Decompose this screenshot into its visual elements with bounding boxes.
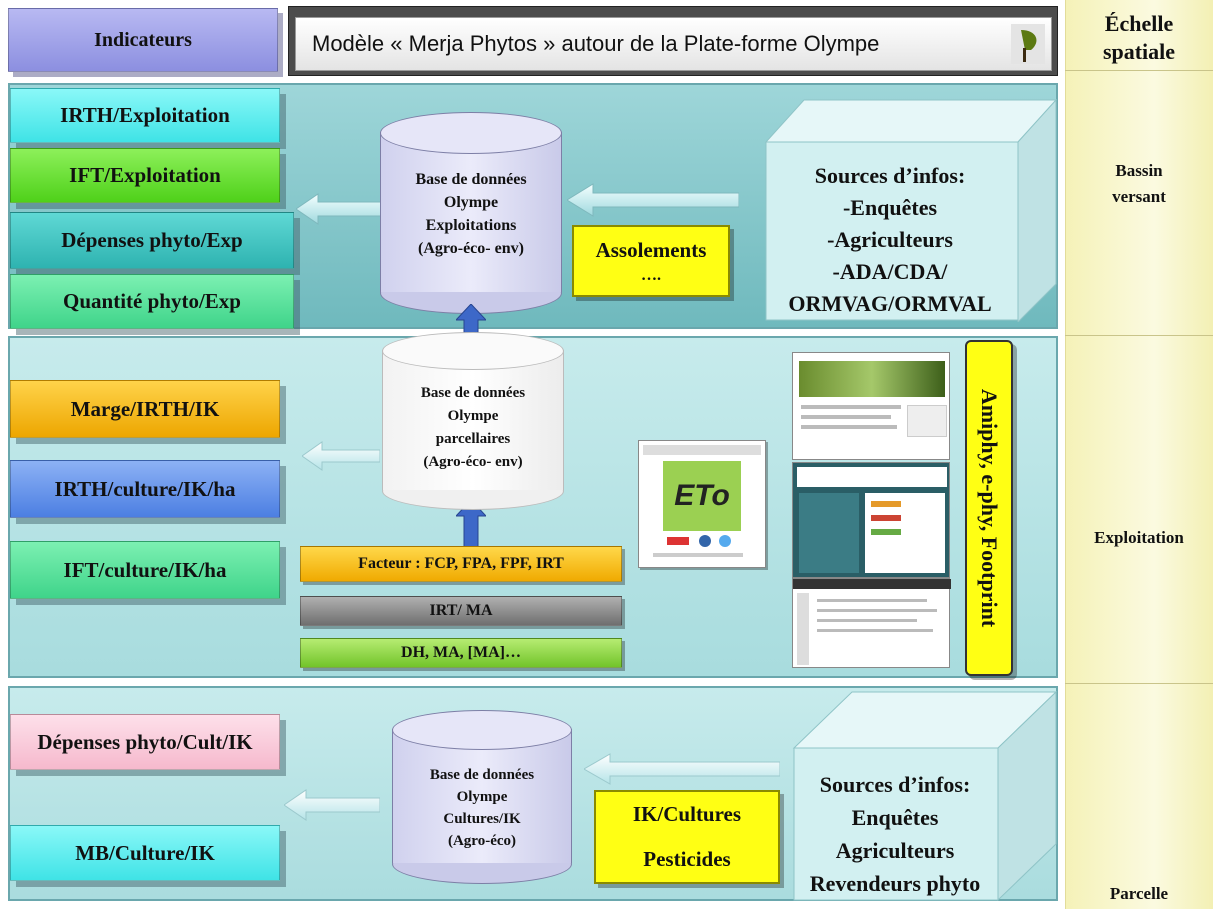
arrow-left-icon [302,441,380,471]
arrow-left-icon [296,193,382,225]
leaf-icon [1011,24,1045,64]
sources-cube [764,98,1058,322]
sources-info-watershed: Sources d’infos: -Enquêtes -Agriculteurs… [760,160,1020,320]
database-label-line: Olympe [456,789,508,805]
factor-bar: Facteur : FCP, FPA, FPF, IRT [300,546,622,582]
database-exploitations: Base de données Olympe Exploitations (Ag… [380,112,562,314]
assolements-box: Assolements …. [572,225,730,297]
scale-divider [1065,683,1213,684]
database-label-line: parcellaires [435,431,511,447]
arrow-up-icon [456,500,486,548]
scale-divider [1065,70,1213,71]
indicator-marge-irth-ik: Marge/IRTH/IK [10,380,280,438]
database-label-line: Base de données [420,385,526,401]
indicator-irth-exploitation: IRTH/Exploitation [10,88,280,143]
indicators-header: Indicateurs [8,8,278,72]
scale-level-watershed: Bassin versant [1065,158,1213,210]
sources-line: Agriculteurs [835,838,955,863]
database-label-line: Base de données [415,171,527,188]
indicator-ift-culture: IFT/culture/IK/ha [10,541,280,599]
arrow-left-icon [284,789,380,821]
indicator-quantite-exp: Quantité phyto/Exp [10,274,294,329]
factor-bar: IRT/ MA [300,596,622,626]
factor-bar: DH, MA, [MA]… [300,638,622,668]
database-label-line: Cultures/IK [443,811,521,827]
indicator-depenses-cult: Dépenses phyto/Cult/IK [10,714,280,770]
spatial-scale-column [1065,0,1213,909]
database-label-line: (Agro-éco) [447,833,517,849]
sources-line: Enquêtes [851,805,939,830]
arrow-left-icon [584,753,780,785]
scale-level1-line1: Bassin [1115,161,1163,180]
arrow-up-icon [456,304,486,356]
database-parcellaires: Base de données Olympe parcellaires (Agr… [382,332,564,510]
tools-label: Amiphy, e-phy, Footprint [977,388,1002,628]
ik-cultures-label: IK/Cultures [632,802,742,826]
sources-line: Revendeurs phyto [809,871,981,896]
eto-logo: ETo [674,479,730,512]
website-screenshot-croplife [792,352,950,460]
page-title: Modèle « Merja Phytos » autour de la Pla… [312,31,880,56]
database-label-line: Base de données [429,767,535,783]
website-screenshot-footprint [792,578,951,668]
sources-cube [792,690,1058,902]
indicator-depenses-exp: Dépenses phyto/Exp [10,212,294,269]
database-cultures: Base de données Olympe Cultures/IK (Agro… [392,710,572,884]
sources-line: -Agriculteurs [827,227,953,252]
eto-screenshot: ETo [638,440,766,568]
sources-line: Sources d’infos: [819,772,971,797]
database-label-line: (Agro-éco- env) [423,454,523,470]
database-label-line: Olympe [447,408,499,424]
sources-line: Sources d’infos: [814,163,966,188]
assolements-label: Assolements [595,237,707,262]
scale-level1-line2: versant [1112,187,1166,206]
sources-info-plot: Sources d’infos: Enquêtes Agriculteurs R… [780,768,1010,900]
indicator-ift-exploitation: IFT/Exploitation [10,148,280,203]
database-label-line: Olympe [443,194,499,211]
website-screenshot-ephy [792,462,950,578]
indicator-irth-culture: IRTH/culture/IK/ha [10,460,280,518]
ik-pesticides-box: IK/Cultures Pesticides [594,790,780,884]
scale-level-plot: Parcelle [1109,884,1169,903]
scale-level-farm: Exploitation [1094,528,1184,547]
scale-title-line2: spatiale [1102,39,1176,64]
indicator-mb-culture: MB/Culture/IK [10,825,280,881]
database-label-line: (Agro-éco- env) [418,240,524,257]
scale-divider [1065,335,1213,336]
assolements-sub: …. [641,266,661,284]
pesticides-label: Pesticides [643,847,731,871]
sources-line: -ADA/CDA/ [832,259,948,284]
arrow-left-icon [567,183,739,217]
sources-line: -Enquêtes [842,195,938,220]
tools-box: Amiphy, e-phy, Footprint [965,340,1013,676]
title-frame: Modèle « Merja Phytos » autour de la Pla… [288,6,1058,76]
scale-title: Échelle spatiale [1065,10,1213,66]
scale-title-line1: Échelle [1104,11,1174,36]
title-bar: Modèle « Merja Phytos » autour de la Pla… [295,17,1052,71]
sources-line: ORMVAG/ORMVAL [788,291,992,316]
database-label-line: Exploitations [425,217,517,234]
